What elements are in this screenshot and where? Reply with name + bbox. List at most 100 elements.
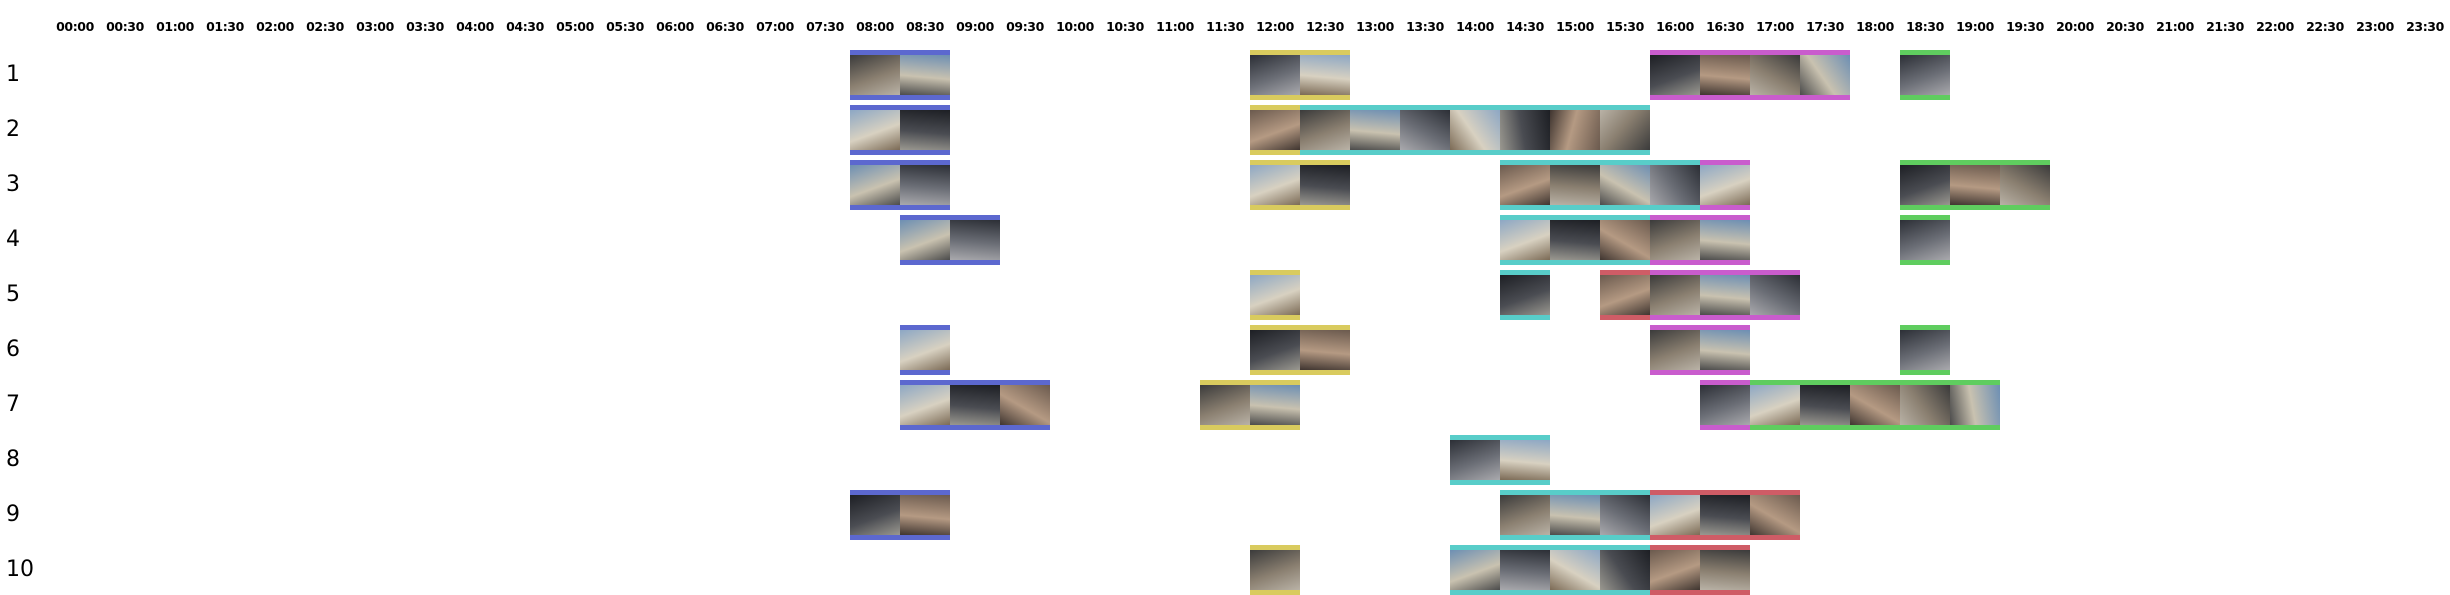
thumbnail-image[interactable]: [1400, 110, 1450, 150]
thumbnail-image[interactable]: [1300, 330, 1350, 370]
thumbnail-image[interactable]: [1000, 385, 1050, 425]
thumbnail-image[interactable]: [1650, 220, 1700, 260]
thumbnail-image[interactable]: [1600, 220, 1650, 260]
timeline-segment[interactable]: [1500, 160, 1700, 210]
timeline-segment[interactable]: [850, 160, 950, 210]
timeline-segment[interactable]: [850, 50, 950, 100]
thumbnail-image[interactable]: [900, 330, 950, 370]
thumbnail-image[interactable]: [1650, 495, 1700, 535]
thumbnail-image[interactable]: [1250, 330, 1300, 370]
thumbnail-image[interactable]: [1750, 275, 1800, 315]
thumbnail-image[interactable]: [850, 495, 900, 535]
thumbnail-image[interactable]: [1750, 385, 1800, 425]
thumbnail-image[interactable]: [1700, 220, 1750, 260]
timeline-segment[interactable]: [1450, 545, 1650, 595]
thumbnail-image[interactable]: [1500, 110, 1550, 150]
thumbnail-image[interactable]: [1800, 55, 1850, 95]
thumbnail-image[interactable]: [1250, 550, 1300, 590]
thumbnail-image[interactable]: [900, 55, 950, 95]
timeline-segment[interactable]: [900, 380, 1050, 430]
thumbnail-image[interactable]: [1650, 330, 1700, 370]
thumbnail-image[interactable]: [1600, 110, 1650, 150]
thumbnail-image[interactable]: [1300, 55, 1350, 95]
thumbnail-image[interactable]: [1550, 220, 1600, 260]
thumbnail-image[interactable]: [900, 110, 950, 150]
thumbnail-image[interactable]: [1450, 110, 1500, 150]
timeline-segment[interactable]: [1250, 160, 1350, 210]
timeline-segment[interactable]: [1900, 50, 1950, 100]
thumbnail-image[interactable]: [1950, 385, 2000, 425]
thumbnail-image[interactable]: [1250, 110, 1300, 150]
timeline-segment[interactable]: [1650, 545, 1750, 595]
thumbnail-image[interactable]: [1700, 165, 1750, 205]
thumbnail-image[interactable]: [900, 385, 950, 425]
thumbnail-image[interactable]: [1900, 385, 1950, 425]
timeline-segment[interactable]: [1650, 325, 1750, 375]
thumbnail-image[interactable]: [1600, 275, 1650, 315]
thumbnail-image[interactable]: [1350, 110, 1400, 150]
thumbnail-image[interactable]: [1900, 55, 1950, 95]
thumbnail-image[interactable]: [1250, 385, 1300, 425]
timeline-segment[interactable]: [1250, 545, 1300, 595]
timeline-segment[interactable]: [900, 215, 1000, 265]
thumbnail-image[interactable]: [1500, 275, 1550, 315]
timeline-segment[interactable]: [1500, 215, 1650, 265]
timeline-segment[interactable]: [1900, 325, 1950, 375]
thumbnail-image[interactable]: [850, 110, 900, 150]
thumbnail-image[interactable]: [1600, 550, 1650, 590]
thumbnail-image[interactable]: [1500, 495, 1550, 535]
thumbnail-image[interactable]: [1700, 550, 1750, 590]
timeline-segment[interactable]: [1650, 50, 1850, 100]
thumbnail-image[interactable]: [1650, 275, 1700, 315]
thumbnail-image[interactable]: [1550, 550, 1600, 590]
thumbnail-image[interactable]: [900, 165, 950, 205]
thumbnail-image[interactable]: [1550, 110, 1600, 150]
thumbnail-image[interactable]: [1450, 440, 1500, 480]
thumbnail-image[interactable]: [1700, 275, 1750, 315]
timeline-segment[interactable]: [1750, 380, 2000, 430]
timeline-segment[interactable]: [1650, 215, 1750, 265]
thumbnail-image[interactable]: [1750, 495, 1800, 535]
thumbnail-image[interactable]: [1700, 330, 1750, 370]
thumbnail-image[interactable]: [1550, 495, 1600, 535]
thumbnail-image[interactable]: [1900, 220, 1950, 260]
thumbnail-image[interactable]: [1250, 275, 1300, 315]
thumbnail-image[interactable]: [900, 495, 950, 535]
timeline-segment[interactable]: [1200, 380, 1300, 430]
timeline-segment[interactable]: [1500, 490, 1650, 540]
thumbnail-image[interactable]: [950, 220, 1000, 260]
timeline-segment[interactable]: [1250, 50, 1350, 100]
timeline-segment[interactable]: [1700, 160, 1750, 210]
timeline-segment[interactable]: [1900, 160, 2050, 210]
timeline-segment[interactable]: [1600, 270, 1650, 320]
thumbnail-image[interactable]: [1650, 55, 1700, 95]
thumbnail-image[interactable]: [1850, 385, 1900, 425]
thumbnail-image[interactable]: [1700, 495, 1750, 535]
thumbnail-image[interactable]: [1550, 165, 1600, 205]
timeline-segment[interactable]: [1250, 105, 1300, 155]
thumbnail-image[interactable]: [1750, 55, 1800, 95]
timeline-segment[interactable]: [850, 490, 950, 540]
thumbnail-image[interactable]: [1300, 165, 1350, 205]
timeline-segment[interactable]: [1650, 490, 1800, 540]
thumbnail-image[interactable]: [1650, 165, 1700, 205]
thumbnail-image[interactable]: [1500, 550, 1550, 590]
thumbnail-image[interactable]: [1250, 165, 1300, 205]
thumbnail-image[interactable]: [850, 165, 900, 205]
thumbnail-image[interactable]: [1300, 110, 1350, 150]
timeline-segment[interactable]: [1250, 325, 1350, 375]
timeline-segment[interactable]: [1300, 105, 1650, 155]
thumbnail-image[interactable]: [1700, 385, 1750, 425]
timeline-segment[interactable]: [1700, 380, 1750, 430]
thumbnail-image[interactable]: [1900, 165, 1950, 205]
thumbnail-image[interactable]: [1700, 55, 1750, 95]
timeline-segment[interactable]: [900, 325, 950, 375]
thumbnail-image[interactable]: [1500, 440, 1550, 480]
timeline-segment[interactable]: [1450, 435, 1550, 485]
thumbnail-image[interactable]: [1500, 165, 1550, 205]
timeline-segment[interactable]: [1900, 215, 1950, 265]
thumbnail-image[interactable]: [850, 55, 900, 95]
thumbnail-image[interactable]: [1800, 385, 1850, 425]
thumbnail-image[interactable]: [1950, 165, 2000, 205]
thumbnail-image[interactable]: [2000, 165, 2050, 205]
